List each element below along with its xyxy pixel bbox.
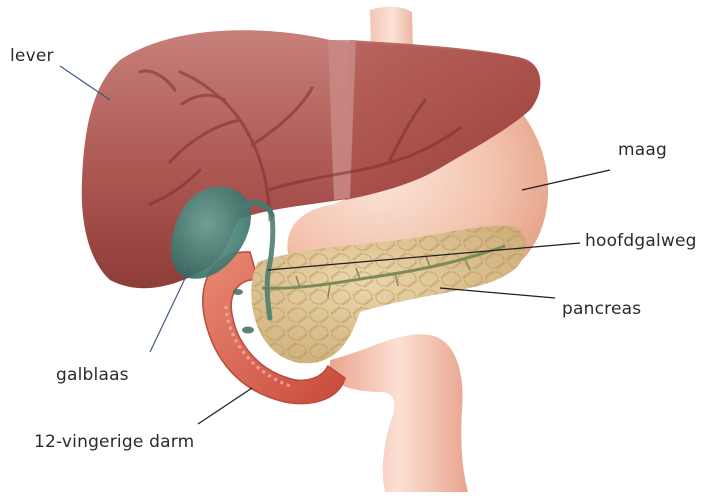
label-duodenum: 12-vingerige darm (34, 434, 194, 451)
label-liver: lever (10, 48, 54, 65)
leader-line-pancreas (440, 288, 555, 298)
jejunum (330, 334, 468, 492)
label-bile-duct: hoofdgalweg (585, 233, 697, 250)
label-gallbladder: galblaas (56, 367, 129, 384)
label-pancreas: pancreas (562, 301, 641, 318)
label-stomach: maag (618, 142, 667, 159)
leader-line-duodenum (198, 388, 252, 424)
